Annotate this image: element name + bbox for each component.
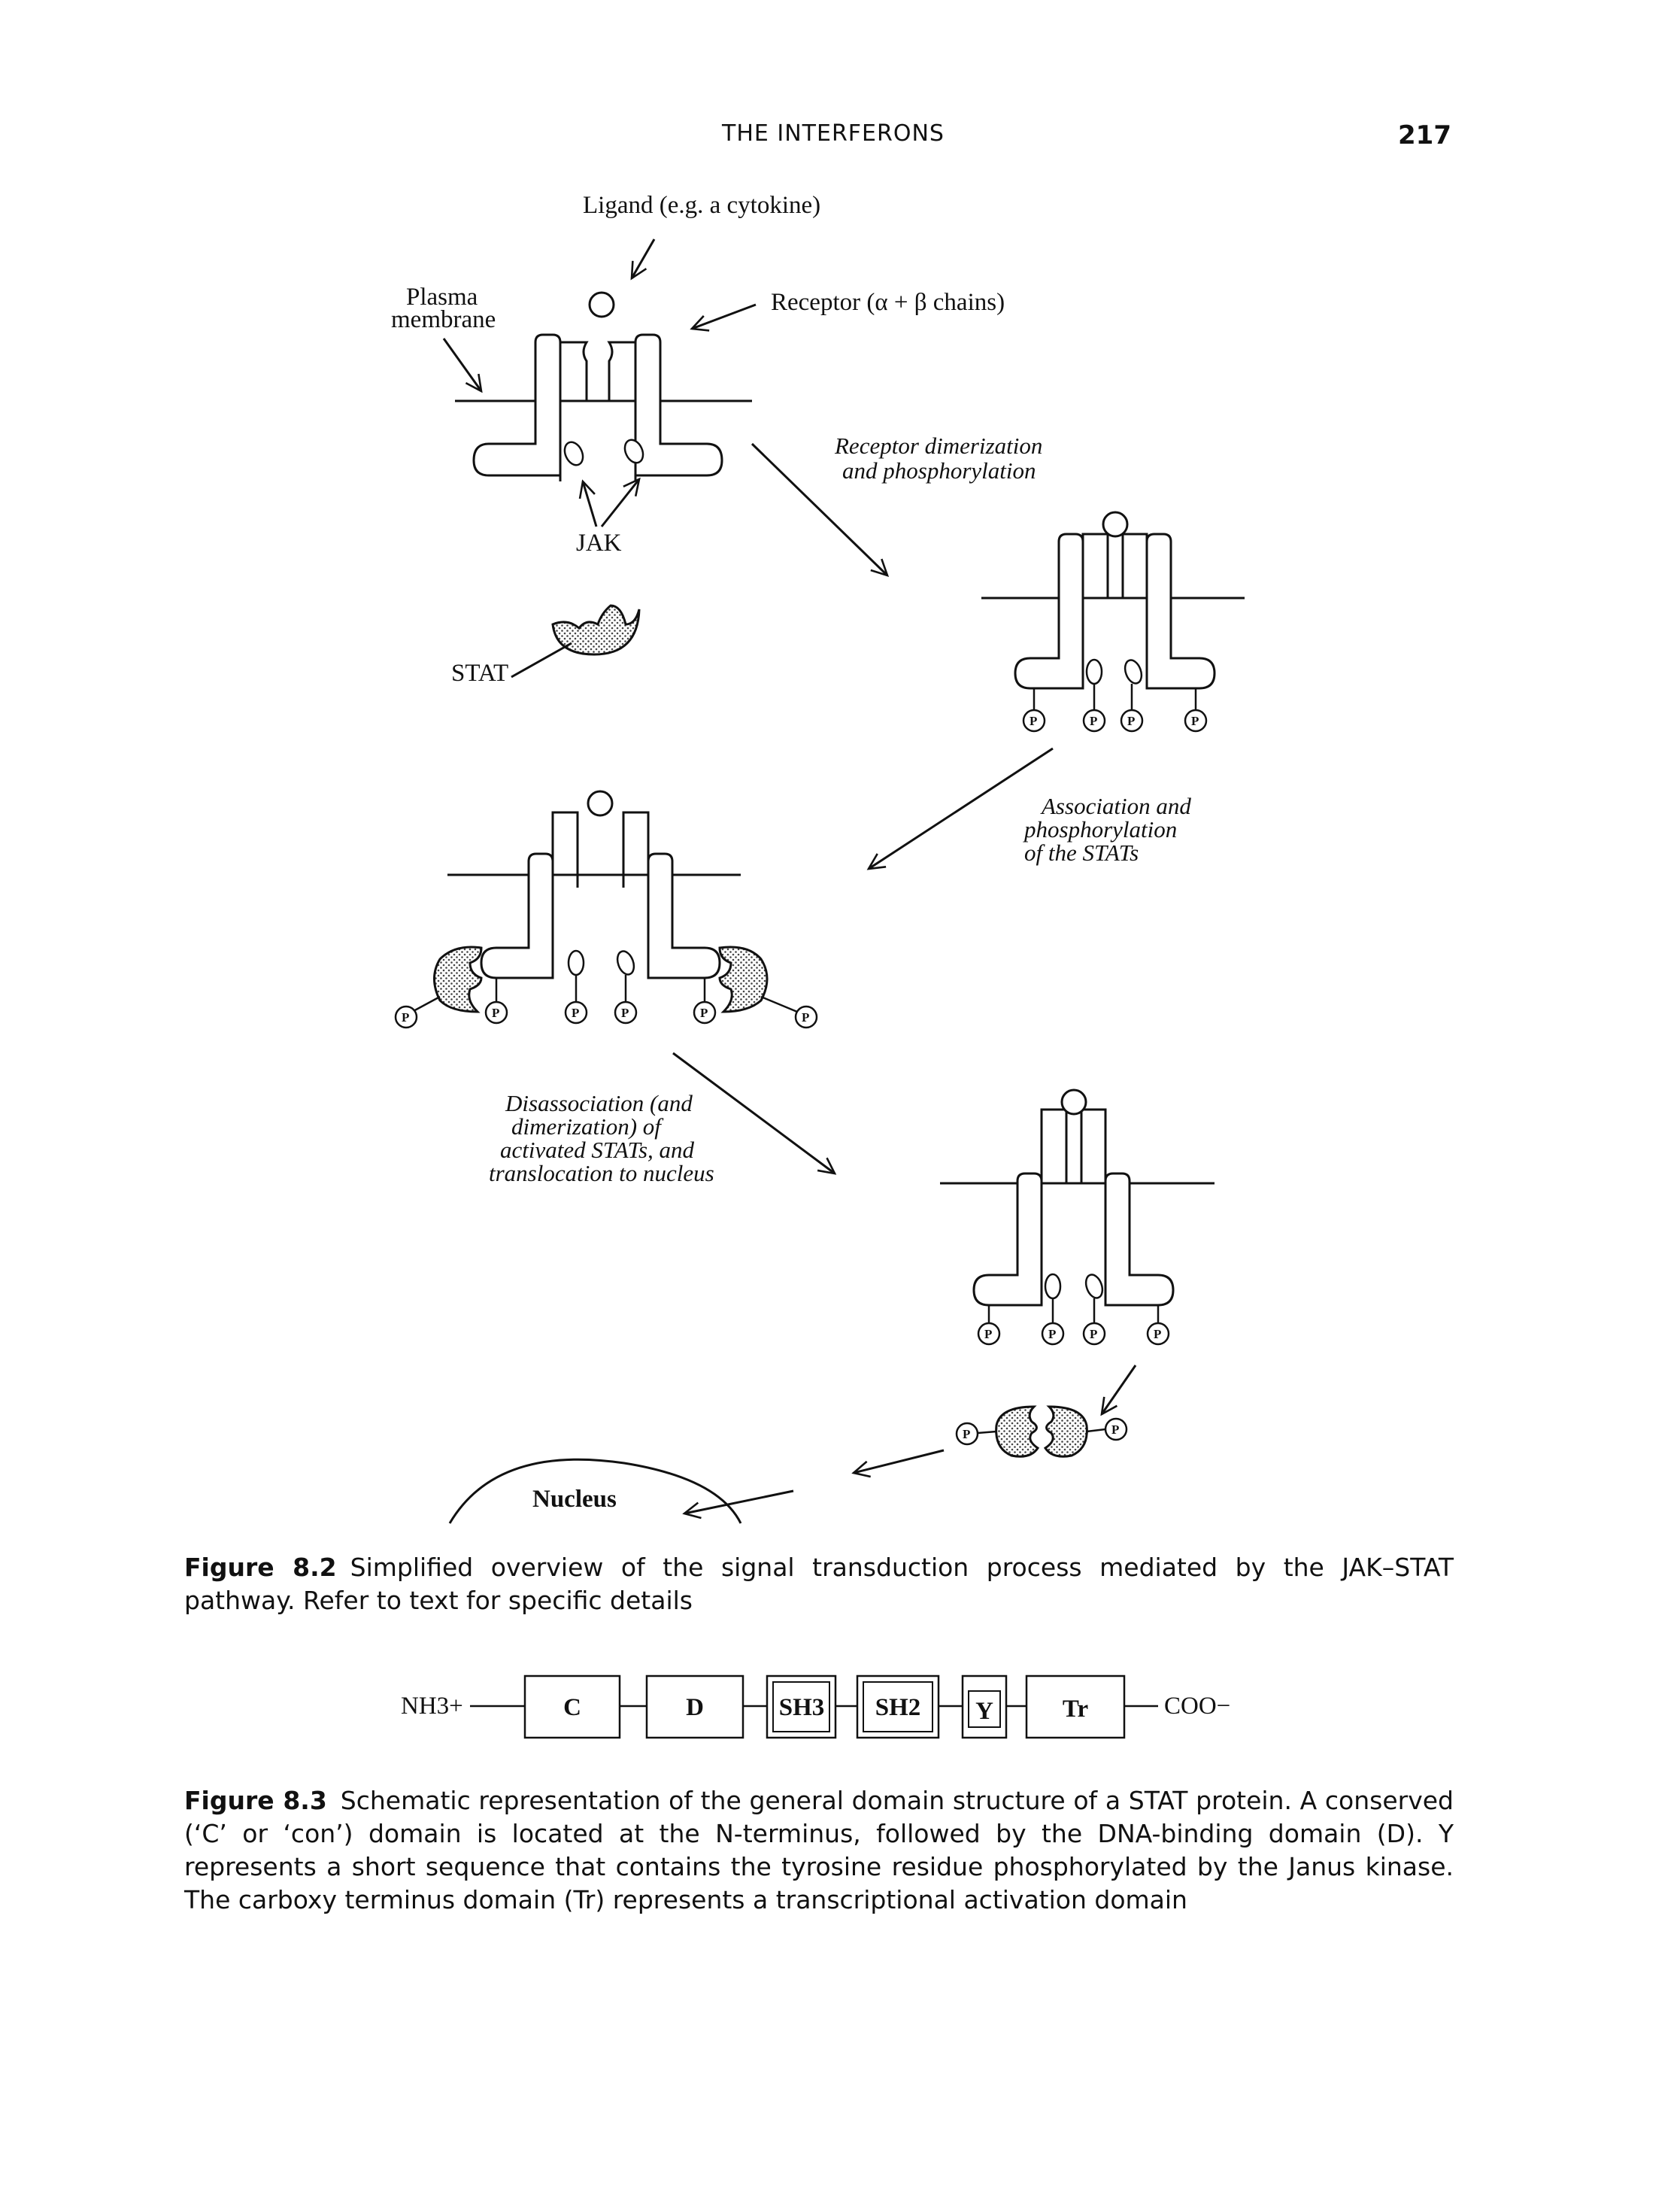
phosphate-icon [1104, 1417, 1128, 1441]
dimer-arrow [1102, 1365, 1137, 1414]
jak-icon [1084, 1274, 1104, 1299]
phosphate-icon [977, 1322, 1001, 1346]
running-title: THE INTERFERONS [722, 120, 945, 147]
phosphate-symbol: P [1090, 1327, 1097, 1341]
phosphate-icon [1082, 709, 1106, 733]
phosphate-icon [484, 1000, 508, 1025]
plasma-membrane-label-line2: membrane [391, 306, 496, 333]
plasma-membrane-label-line1: Plasma [406, 284, 478, 311]
stage3-receptor: P P P P P P [394, 790, 818, 1029]
step3-label-line3: activated STATs, and [500, 1137, 695, 1163]
phosphate-symbol: P [621, 1006, 629, 1020]
phosphate-symbol: P [572, 1006, 579, 1020]
phosphate-icon [394, 1005, 418, 1029]
jak-icon [567, 949, 585, 976]
phosphate-symbol: P [402, 1010, 409, 1025]
domain-c-box [523, 1674, 621, 1739]
stat-icon [718, 946, 769, 1013]
to-nucleus-arrow [854, 1449, 945, 1473]
nucleus-label: Nucleus [532, 1486, 617, 1513]
domain-sh2-label: SH2 [875, 1694, 921, 1721]
phosphate-symbol: P [1111, 1422, 1119, 1437]
stat-icon [433, 946, 483, 1013]
phosphate-icon [1082, 1322, 1106, 1346]
step3-label-line2: dimerization) of [511, 1113, 664, 1140]
phosphate-icon [1120, 709, 1144, 733]
phosphate-symbol: P [700, 1006, 708, 1020]
step1-arrow [751, 442, 887, 575]
step2-arrow [869, 747, 1054, 869]
receptor-label: Receptor (α + β chains) [771, 289, 1005, 316]
phosphate-symbol: P [802, 1010, 809, 1025]
stat-label: STAT [451, 660, 508, 687]
phosphate-symbol: P [1090, 714, 1097, 728]
jak-icon [1044, 1273, 1062, 1300]
jak-icon [623, 439, 644, 464]
phosphate-symbol: P [492, 1006, 499, 1020]
phosphate-symbol: P [1154, 1327, 1161, 1341]
figure-8-2-caption-label: Figure 8.2 [184, 1553, 337, 1582]
domain-d-label: D [686, 1694, 704, 1721]
stat-dimer: P P [955, 1405, 1128, 1458]
phosphate-icon [1022, 709, 1046, 733]
jak-icon [1085, 658, 1103, 685]
phosphate-icon [693, 1000, 717, 1025]
figure-8-3-caption-text: Schematic representation of the general … [184, 1786, 1454, 1914]
stage4-receptor: P P P P [940, 1088, 1215, 1346]
stage2-receptor: P P P P [981, 511, 1245, 733]
figure-8-3-domain-diagram: NH3+ COO− C D SH3 SH2 Y Tr [401, 1674, 1230, 1739]
figure-8-2-caption-text: Simplified overview of the signal transd… [184, 1553, 1454, 1615]
phosphate-symbol: P [984, 1327, 992, 1341]
domain-y-label: Y [975, 1698, 993, 1725]
stat-icon [551, 604, 641, 656]
step1-label-line1: Receptor dimerization [834, 433, 1042, 459]
jak-label: JAK [576, 530, 622, 557]
running-header: THE INTERFERONS 217 [184, 120, 1451, 158]
domain-sh3-label: SH3 [779, 1694, 825, 1721]
domain-sh3-box [766, 1674, 837, 1739]
domain-c-label: C [563, 1694, 581, 1721]
phosphate-symbol: P [1048, 1327, 1056, 1341]
step3-arrow [672, 1052, 835, 1173]
phosphate-symbol: P [1191, 714, 1199, 728]
step3-label-line4: translocation to nucleus [489, 1160, 714, 1186]
nucleus-outline [448, 1458, 742, 1524]
phosphate-icon [564, 1000, 588, 1025]
jak-icon [1124, 659, 1143, 685]
domain-sh2-box [856, 1674, 940, 1739]
jak-icon [563, 441, 584, 466]
stat-icon [1043, 1405, 1088, 1458]
into-nucleus-arrow [684, 1489, 794, 1514]
stat-icon [995, 1405, 1040, 1458]
phosphate-icon [614, 1000, 638, 1025]
step1-label-line2: and phosphorylation [842, 457, 1036, 484]
c-terminus-label: COO− [1164, 1693, 1230, 1720]
stage1-receptor [442, 238, 757, 679]
domain-tr-box [1025, 1674, 1126, 1739]
step3-label-line1: Disassociation (and [505, 1090, 693, 1116]
ligand-label: Ligand (e.g. a cytokine) [583, 192, 820, 219]
step2-label-line2: phosphorylation [1023, 816, 1177, 843]
step2-label-line3: of the STATs [1024, 839, 1139, 866]
phosphate-icon [1184, 709, 1208, 733]
phosphate-icon [794, 1005, 818, 1029]
phosphate-symbol: P [963, 1427, 970, 1441]
page-number: 217 [1398, 120, 1451, 150]
domain-tr-label: Tr [1063, 1696, 1088, 1723]
jak-icon [616, 950, 635, 976]
n-terminus-label: NH3+ [401, 1693, 463, 1720]
ligand-circle [588, 291, 615, 318]
phosphate-icon [955, 1422, 979, 1446]
figure-8-3-caption-label: Figure 8.3 [184, 1786, 327, 1815]
phosphate-icon [1146, 1322, 1170, 1346]
phosphate-symbol: P [1127, 714, 1135, 728]
phosphate-symbol: P [1030, 714, 1037, 728]
phosphate-icon [1041, 1322, 1065, 1346]
step2-label-line1: Association and [1040, 793, 1191, 819]
